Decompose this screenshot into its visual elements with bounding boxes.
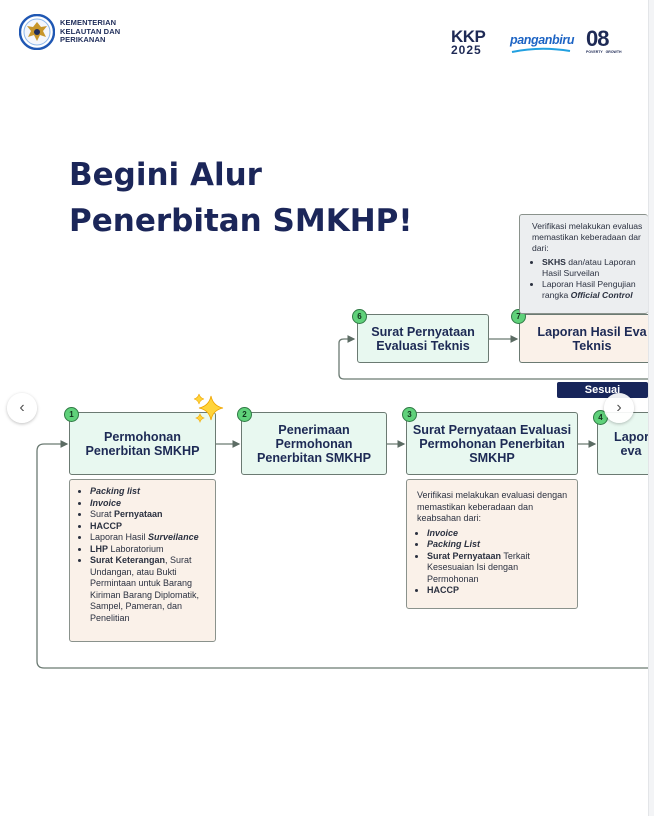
list-item: HACCP: [427, 585, 569, 597]
step-3-verification: Verifikasi melakukan evaluasi dengan mem…: [406, 479, 578, 609]
list-item: Packing List: [427, 539, 569, 551]
step-1-requirements: Packing list Invoice Surat Pernyataan HA…: [69, 479, 216, 642]
chevron-left-icon: ‹: [19, 399, 25, 416]
list-item: Laporan Hasil Pengujian rangka Official …: [542, 279, 644, 301]
step-2-badge: 2: [237, 407, 252, 422]
step-6-box: Surat Pernyataan Evaluasi Teknis: [357, 314, 489, 363]
list-item: LHP Laboratorium: [90, 544, 207, 556]
list-item: Invoice: [427, 528, 569, 540]
panganbiru-logo: panganbiru: [510, 33, 574, 59]
carousel-next-button[interactable]: ›: [604, 393, 634, 423]
list-item: Surat Keterangan, Surat Undangan, atau B…: [90, 555, 207, 624]
sparkle-icon: [191, 392, 229, 426]
list-item: Packing list: [90, 486, 207, 498]
list-item: Surat Pernyataan Terkait Kesesuaian Isi …: [427, 551, 569, 586]
page-title: Begini Alur Penerbitan SMKHP!: [69, 157, 413, 239]
carousel-prev-button[interactable]: ‹: [7, 393, 37, 423]
step-3-badge: 3: [402, 407, 417, 422]
step-6-badge: 6: [352, 309, 367, 324]
step-7-box: Laporan Hasil Eva Teknis: [519, 314, 648, 363]
list-item: HACCP: [90, 521, 207, 533]
step-4-box: Lapor eva: [597, 412, 648, 475]
list-item: SKHS dan/atau Laporan Hasil Surveilan: [542, 257, 644, 279]
ministry-logo: [18, 13, 56, 51]
08-logo: 08 POVERTY GROWTH: [586, 26, 622, 55]
list-item: Invoice: [90, 498, 207, 510]
list-item: Laporan Hasil Surveilance: [90, 532, 207, 544]
chevron-right-icon: ›: [616, 399, 622, 416]
step-1-box: Permohonan Penerbitan SMKHP: [69, 412, 216, 475]
step-3-box: Surat Pernyataan Evaluasi Permohonan Pen…: [406, 412, 578, 475]
step-2-box: Penerimaan Permohonan Penerbitan SMKHP: [241, 412, 387, 475]
list-item: Surat Pernyataan: [90, 509, 207, 521]
ministry-name: KEMENTERIAN KELAUTAN DAN PERIKANAN: [60, 18, 121, 44]
step-7-verification: Verifikasi melakukan evaluas memastikan …: [519, 214, 648, 314]
step-1-badge: 1: [64, 407, 79, 422]
sesuai-label: Sesuai: [557, 382, 648, 398]
kkp-2025-logo: KKP 2025: [451, 27, 486, 57]
page-edge: [648, 0, 654, 816]
